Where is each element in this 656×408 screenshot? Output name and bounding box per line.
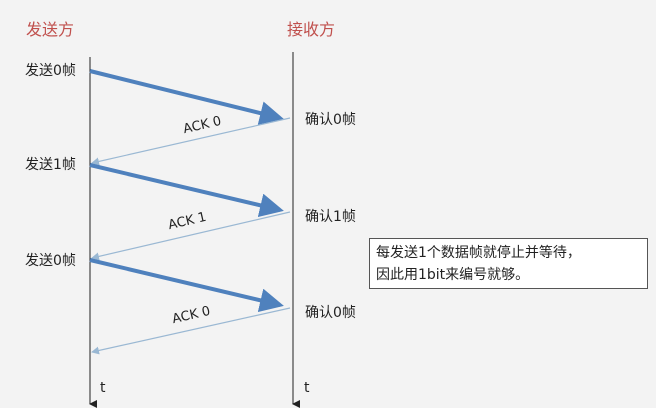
note-line: 因此用1bit来编号就够。 bbox=[376, 267, 530, 283]
ack-arrow-3 bbox=[91, 307, 291, 355]
ack-arrow-1 bbox=[91, 117, 291, 166]
sender-time-label: t bbox=[100, 380, 106, 396]
sender-event: 发送0帧 bbox=[25, 253, 76, 269]
receiver-event: 确认0帧 bbox=[305, 305, 356, 321]
sender-header: 发送方 bbox=[26, 20, 75, 39]
frame-arrow-1 bbox=[89, 69, 284, 125]
receiver-header: 接收方 bbox=[287, 20, 336, 39]
receiver-event: 确认0帧 bbox=[305, 112, 356, 128]
ack-arrow-2 bbox=[91, 211, 291, 261]
note-box: 每发送1个数据帧就停止并等待， 因此用1bit来编号就够。 bbox=[369, 238, 648, 289]
receiver-event: 确认1帧 bbox=[305, 209, 356, 225]
note-line: 每发送1个数据帧就停止并等待， bbox=[376, 245, 581, 261]
receiver-time-label: t bbox=[304, 380, 310, 396]
sender-event: 发送1帧 bbox=[25, 157, 76, 173]
sender-event: 发送0帧 bbox=[25, 63, 76, 79]
frame-arrow-2 bbox=[89, 163, 284, 218]
frame-arrow-3 bbox=[89, 258, 284, 313]
